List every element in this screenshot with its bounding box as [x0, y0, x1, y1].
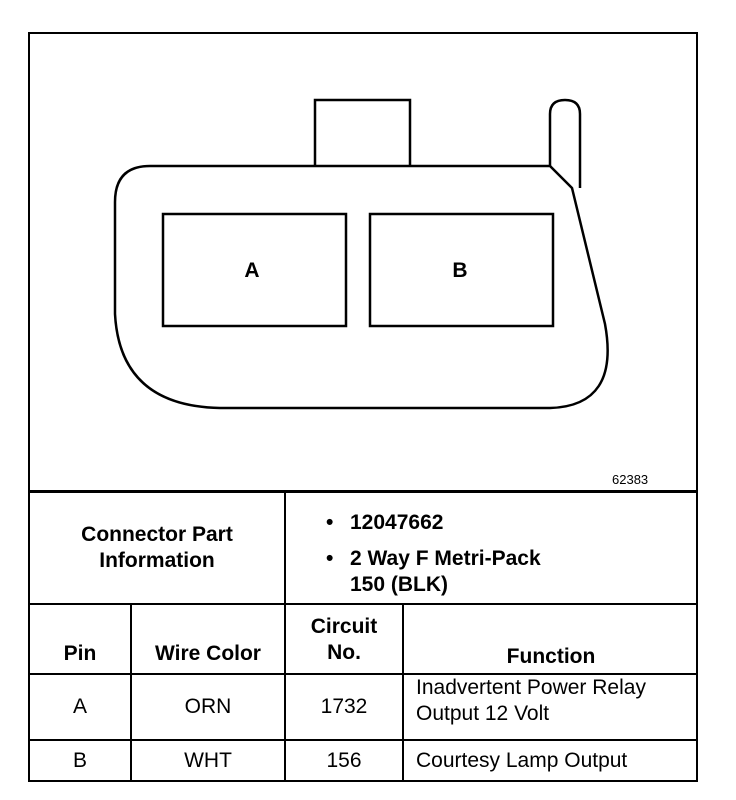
table-row-a-function: Inadvertent Power Relay Output 12 Volt	[404, 675, 698, 739]
connector-latch-hook	[548, 98, 582, 188]
header-circuit-no: Circuit No.	[286, 606, 402, 673]
cavity-b	[368, 212, 555, 328]
connector-description: 2 Way F Metri-Pack 150 (BLK)	[350, 546, 541, 598]
list-item: • 12047662	[326, 510, 541, 536]
cavity-b-label: B	[452, 259, 467, 282]
connector-info-label-line1: Connector Part	[81, 523, 233, 546]
connector-description-line1: 2 Way F Metri-Pack	[350, 547, 541, 570]
divider	[28, 603, 698, 605]
connector-sheet: A B	[28, 32, 698, 782]
header-function: Function	[506, 645, 596, 668]
table-row-b-function: Courtesy Lamp Output	[416, 749, 628, 772]
cavity-a-label: A	[244, 259, 259, 282]
connector-info-list: • 12047662 • 2 Way F Metri-Pack 150 (BLK…	[326, 510, 541, 598]
list-item: • 2 Way F Metri-Pack 150 (BLK)	[326, 546, 541, 598]
bullet: •	[326, 511, 334, 534]
divider	[402, 603, 404, 780]
header-circuit-line1: Circuit	[310, 614, 378, 638]
header-wire-color: Wire Color	[155, 642, 261, 665]
bullet: •	[326, 547, 334, 570]
connector-face-drawing: A B	[113, 98, 609, 410]
divider	[28, 739, 698, 741]
connector-lock-tab	[313, 98, 412, 166]
table-row-a-pin: A	[72, 695, 87, 718]
table-row-b-wire-color: WHT	[184, 749, 232, 772]
table-row-a-function-line1: Inadvertent Power Relay	[416, 676, 646, 699]
divider	[28, 490, 698, 493]
connector-info-label-line2: Information	[99, 549, 215, 572]
connector-body-outline	[113, 164, 609, 410]
cavity-a	[161, 212, 348, 328]
table-row-a-function-line2: Output 12 Volt	[416, 702, 550, 725]
divider	[130, 603, 132, 780]
header-pin: Pin	[63, 642, 97, 665]
part-number: 12047662	[350, 511, 444, 534]
drawing-number: 62383	[612, 472, 649, 487]
table-row-a-circuit: 1732	[320, 695, 368, 718]
table-row-b-pin: B	[72, 749, 87, 772]
table-row-a-wire-color: ORN	[184, 695, 232, 718]
connector-description-line2: 150 (BLK)	[350, 573, 449, 596]
divider	[28, 673, 698, 675]
connector-info-label: Connector Part Information	[30, 493, 284, 603]
header-circuit-line2: No.	[327, 640, 361, 664]
table-row-b-circuit: 156	[326, 749, 362, 772]
divider	[284, 490, 286, 780]
